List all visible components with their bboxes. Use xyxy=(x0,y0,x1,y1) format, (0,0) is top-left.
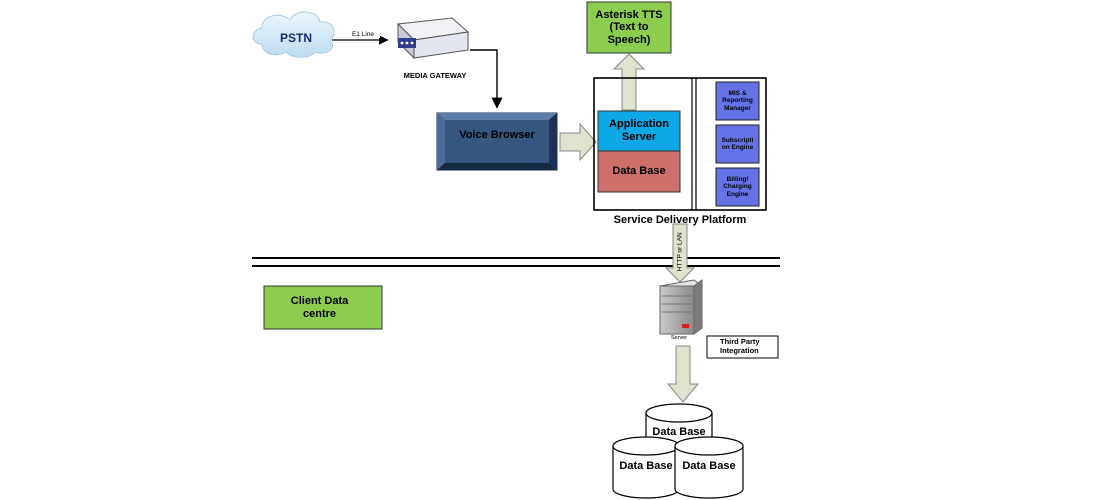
database-cylinder-right xyxy=(674,436,744,499)
asterisk-tts-label: Asterisk TTS (Text to Speech) xyxy=(595,8,663,46)
sdp-database-box xyxy=(597,150,681,193)
e1-line-label: E1 Line xyxy=(346,31,380,39)
asterisk-tts-box xyxy=(586,1,672,54)
subscription-engine-box xyxy=(715,124,760,164)
app-server-to-tts-arrow xyxy=(612,53,646,111)
database-top-label: Data Base xyxy=(652,426,706,438)
billing-engine-label: Billing/ Charging Engine xyxy=(723,175,752,198)
gateway-to-voice-browser-arrow xyxy=(470,49,503,109)
third-party-integration-label: Third Party Integration xyxy=(720,337,760,355)
mis-reporting-label: MIS & Reporting Manager xyxy=(722,89,753,112)
billing-engine-box xyxy=(715,167,760,207)
service-delivery-platform-container xyxy=(593,77,767,211)
server-caption: Server xyxy=(670,335,688,341)
database-right-label: Data Base xyxy=(682,460,736,472)
server-icon xyxy=(658,279,704,335)
pstn-label: PSTN xyxy=(279,31,312,45)
http-or-lan-arrow xyxy=(664,223,696,283)
voice-browser-box xyxy=(436,112,558,171)
client-data-centre-box xyxy=(263,285,383,330)
voice-browser-label: Voice Browser xyxy=(459,128,535,141)
sdp-database-label: Data Base xyxy=(612,165,666,178)
media-gateway-icon xyxy=(396,17,470,60)
client-data-centre-label: Client Data centre xyxy=(290,294,349,320)
voice-browser-to-app-server-arrow xyxy=(559,122,597,162)
subscription-engine-label: Subscripti on Engine xyxy=(721,136,754,151)
pstn-cloud xyxy=(252,11,335,58)
media-gateway-label: MEDIA GATEWAY xyxy=(403,71,467,80)
application-server-label: Application Server xyxy=(609,118,669,143)
application-server-box xyxy=(597,110,681,152)
service-delivery-platform-label: Service Delivery Platform xyxy=(613,214,747,226)
mis-reporting-box xyxy=(715,81,760,121)
database-left-label: Data Base xyxy=(619,460,673,472)
server-to-databases-arrow xyxy=(666,345,700,403)
third-party-integration-box xyxy=(706,335,779,359)
http-or-lan-label: HTTP or LAN xyxy=(676,232,684,272)
